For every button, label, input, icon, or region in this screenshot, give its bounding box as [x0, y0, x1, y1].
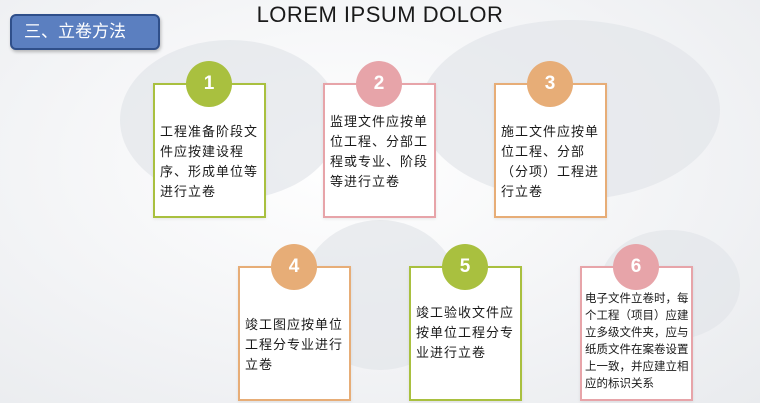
- step-card-1-text: 工程准备阶段文件应按建设程序、形成单位等进行立卷: [160, 125, 259, 200]
- step-card-2-text: 监理文件应按单位工程、分部工程或专业、阶段等进行立卷: [330, 115, 429, 190]
- step-badge-1: 1: [186, 61, 232, 107]
- section-tag: 三、立卷方法: [10, 14, 160, 50]
- step-card-3-text: 施工文件应按单位工程、分部（分项）工程进行立卷: [501, 125, 600, 200]
- step-card-4-text: 竣工图应按单位工程分专业进行立卷: [245, 318, 344, 373]
- step-card-6-text: 电子文件立卷时，每个工程（项目）应建立多级文件夹，应与纸质文件在案卷设置上一致，…: [585, 291, 689, 390]
- step-badge-2: 2: [356, 61, 402, 107]
- step-badge-6: 6: [613, 244, 659, 290]
- step-card-5-text: 竣工验收文件应按单位工程分专业进行立卷: [416, 306, 515, 361]
- page-title: LOREM IPSUM DOLOR: [256, 2, 504, 27]
- step-badge-3: 3: [527, 61, 573, 107]
- step-badge-5: 5: [442, 244, 488, 290]
- step-badge-4: 4: [271, 244, 317, 290]
